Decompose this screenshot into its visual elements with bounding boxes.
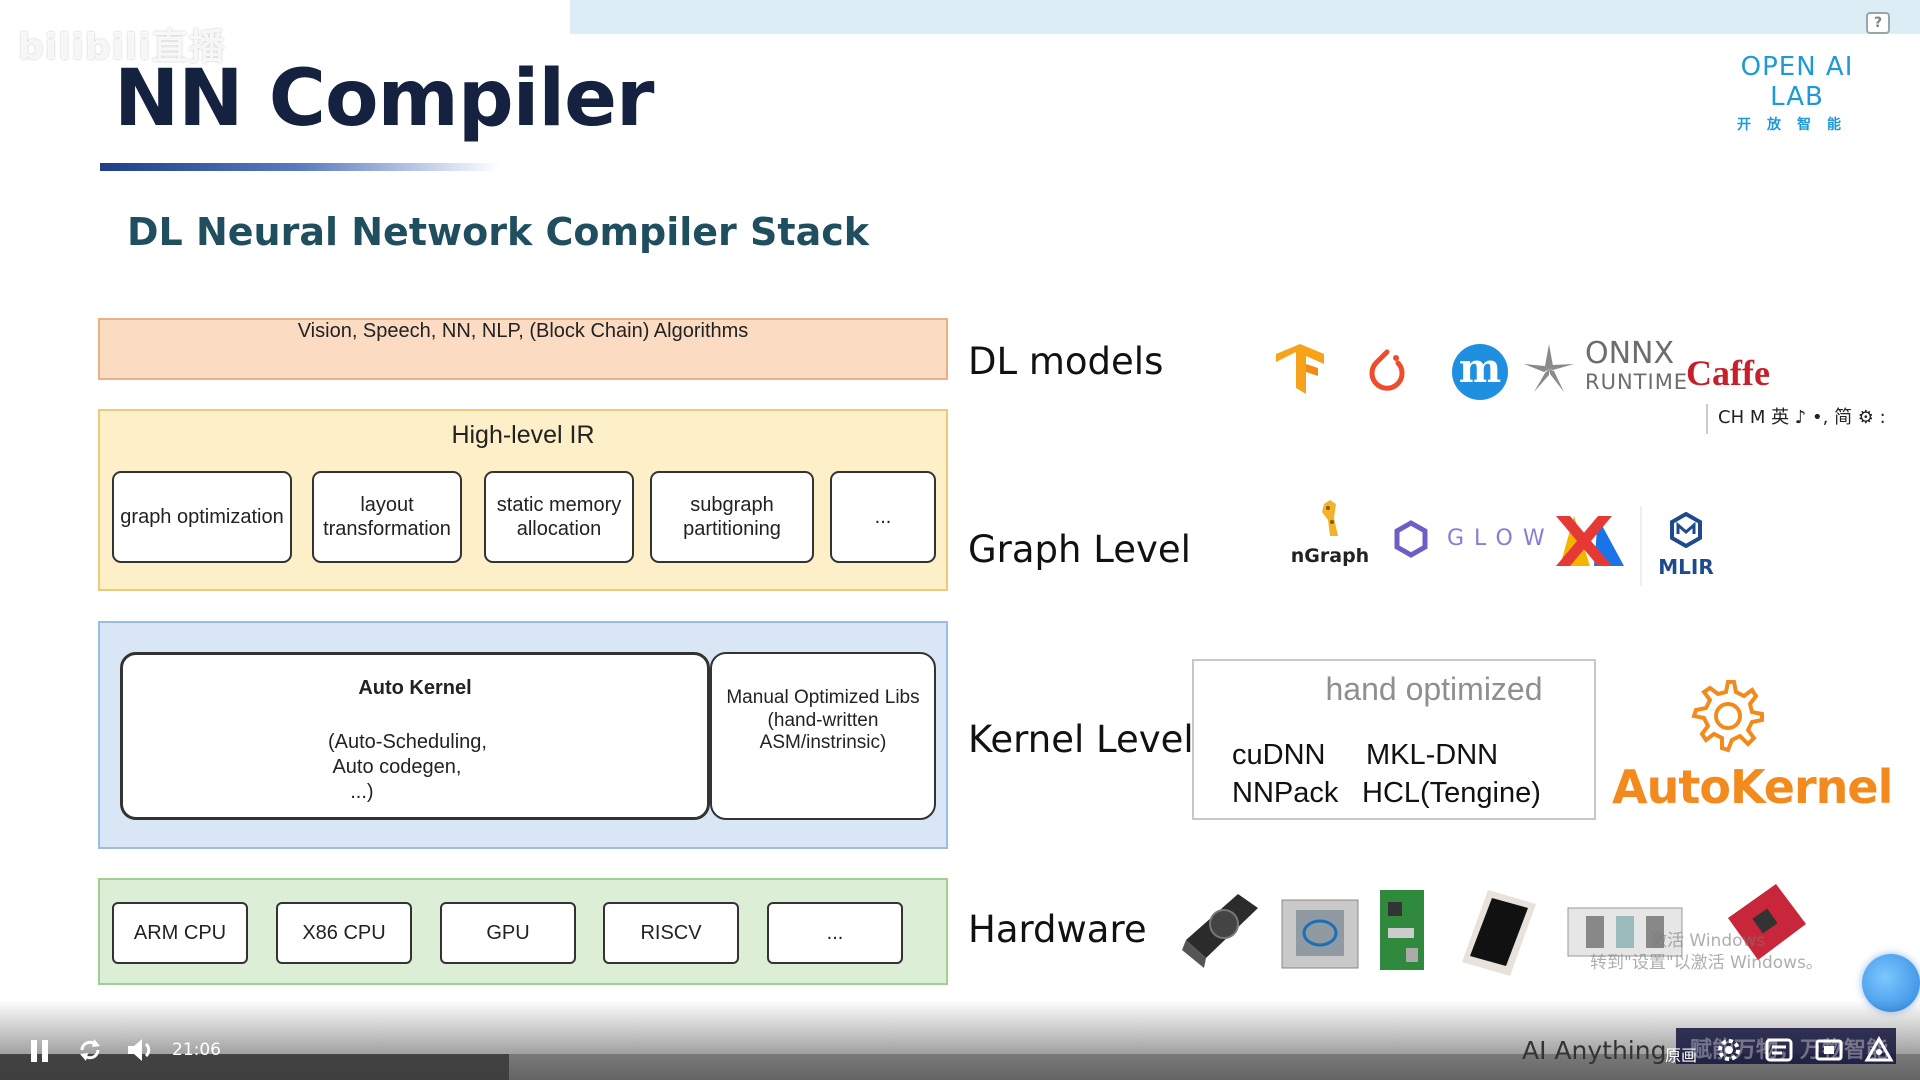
pause-icon[interactable] bbox=[30, 1040, 50, 1062]
algorithms-label: Vision, Speech, NN, NLP, (Block Chain) A… bbox=[297, 320, 749, 342]
riscv-board-icon bbox=[1567, 907, 1683, 957]
hw-gpu: GPU bbox=[440, 902, 576, 964]
onnx-label-line1: ONNX bbox=[1585, 336, 1675, 371]
volume-icon[interactable] bbox=[126, 1036, 156, 1064]
hw-x86-cpu: X86 CPU bbox=[276, 902, 412, 964]
giraffe-icon bbox=[1322, 500, 1338, 536]
slide-title: NN Compiler bbox=[114, 54, 654, 144]
activation-line2: 转到"设置"以激活 Windows。 bbox=[1590, 953, 1823, 973]
fullscreen-icon[interactable] bbox=[1814, 1036, 1844, 1064]
manual-optimized-libs-box: Manual Optimized Libs (hand-written ASM/… bbox=[710, 652, 936, 820]
activation-line1: 激活 Windows bbox=[1650, 931, 1766, 951]
tensorflow-icon bbox=[1276, 344, 1324, 394]
settings-gear-icon[interactable] bbox=[1714, 1036, 1744, 1064]
kernel-panel: Auto Kernel (Auto-Scheduling, Auto codeg… bbox=[98, 621, 948, 849]
high-level-ir-panel: High-level IR graph optimization layout … bbox=[98, 409, 948, 591]
autokernel-logo: AutoKernel bbox=[1612, 760, 1893, 814]
auto-kernel-box: Auto Kernel (Auto-Scheduling, Auto codeg… bbox=[120, 652, 710, 820]
hand-optimized-title: hand optimized bbox=[1325, 671, 1543, 707]
ir-item-graph-optimization: graph optimization bbox=[112, 471, 292, 563]
hw-more: ... bbox=[767, 902, 903, 964]
hand-optimized-box: hand optimized cuDNN MKL-DNN NNPack HCL(… bbox=[1192, 659, 1596, 820]
ir-item-more: ... bbox=[830, 471, 936, 563]
ir-item-static-memory-allocation: static memory allocation bbox=[484, 471, 634, 563]
title-underline bbox=[100, 163, 500, 171]
mxnet-icon: m bbox=[1452, 344, 1508, 400]
lib-mkl-dnn: MKL-DNN bbox=[1366, 739, 1499, 771]
mlir-label: MLIR bbox=[1658, 555, 1714, 579]
level-dl-models: DL models bbox=[968, 340, 1164, 383]
auto-kernel-title: Auto Kernel bbox=[358, 677, 472, 699]
hw-riscv: RISCV bbox=[603, 902, 739, 964]
xla-icon bbox=[1556, 516, 1624, 566]
quality-button[interactable]: 原画 bbox=[1665, 1046, 1698, 1065]
lib-nnpack: NNPack bbox=[1232, 777, 1339, 809]
glow-hex-icon bbox=[1394, 520, 1428, 558]
progress-bar[interactable] bbox=[0, 1054, 1920, 1080]
danmaku-icon[interactable] bbox=[1764, 1036, 1794, 1064]
lib-hcl-tengine: HCL(Tengine) bbox=[1362, 777, 1541, 809]
x86-cpu-chip-icon bbox=[1281, 899, 1359, 969]
ir-item-layout-transformation: layout transformation bbox=[312, 471, 462, 563]
brand-name: OPEN AI LAB bbox=[1740, 52, 1854, 112]
glow-label: GLOW bbox=[1447, 526, 1555, 551]
hardware-panel: ARM CPU X86 CPU GPU RISCV ... bbox=[98, 878, 948, 985]
top-strip bbox=[570, 0, 1920, 34]
onnx-label-line2: RUNTIME bbox=[1585, 370, 1689, 394]
share-icon[interactable] bbox=[1864, 1036, 1894, 1064]
mlir-icon bbox=[1670, 511, 1702, 549]
ime-toolbar[interactable]: CH M 英 ♪ •, 简 ⚙ : bbox=[1706, 404, 1920, 434]
level-kernel: Kernel Level bbox=[968, 718, 1194, 761]
hw-arm-cpu: ARM CPU bbox=[112, 902, 248, 964]
playback-time: 21:06 bbox=[172, 1040, 221, 1060]
mlir-logo: MLIR bbox=[1640, 506, 1730, 586]
ngraph-label: nGraph bbox=[1290, 545, 1370, 567]
ngraph-logo: nGraph bbox=[1290, 498, 1370, 567]
fpga-board-icon bbox=[1728, 884, 1806, 960]
level-graph: Graph Level bbox=[968, 528, 1191, 571]
ir-item-subgraph-partitioning: subgraph partitioning bbox=[650, 471, 814, 563]
raspberry-pi-icon bbox=[1380, 890, 1424, 970]
caffe-logo: Caffe bbox=[1686, 353, 1770, 393]
onnx-runtime-label: ONNX RUNTIME bbox=[1585, 336, 1689, 396]
openailab-logo: OPEN AI LAB 开放智能 bbox=[1712, 52, 1882, 134]
ir-title: High-level IR bbox=[451, 421, 595, 449]
smartphone-icon bbox=[1462, 890, 1536, 976]
autokernel-gear-icon bbox=[1691, 680, 1764, 753]
pytorch-icon bbox=[1369, 349, 1405, 391]
lib-cudnn: cuDNN bbox=[1232, 739, 1326, 771]
glow-logo: GLOW bbox=[1392, 520, 1555, 558]
bilibili-live-watermark: bilibili直播 bbox=[18, 27, 226, 68]
slide-subtitle: DL Neural Network Compiler Stack bbox=[127, 210, 870, 254]
level-hardware: Hardware bbox=[968, 908, 1147, 951]
help-icon[interactable]: ? bbox=[1866, 12, 1890, 34]
channel-name: AI Anything bbox=[1522, 1036, 1667, 1065]
loop-icon[interactable] bbox=[76, 1036, 104, 1064]
auto-kernel-body: (Auto-Scheduling, Auto codegen, ...) bbox=[328, 731, 487, 803]
brand-subtitle: 开放智能 bbox=[1737, 117, 1857, 133]
windows-activation-watermark: 激活 Windows 转到"设置"以激活 Windows。 bbox=[1590, 930, 1823, 974]
onnx-runtime-icon bbox=[1524, 344, 1574, 392]
algorithms-panel: Vision, Speech, NN, NLP, (Block Chain) A… bbox=[98, 318, 948, 380]
gpu-card-icon bbox=[1182, 894, 1258, 968]
